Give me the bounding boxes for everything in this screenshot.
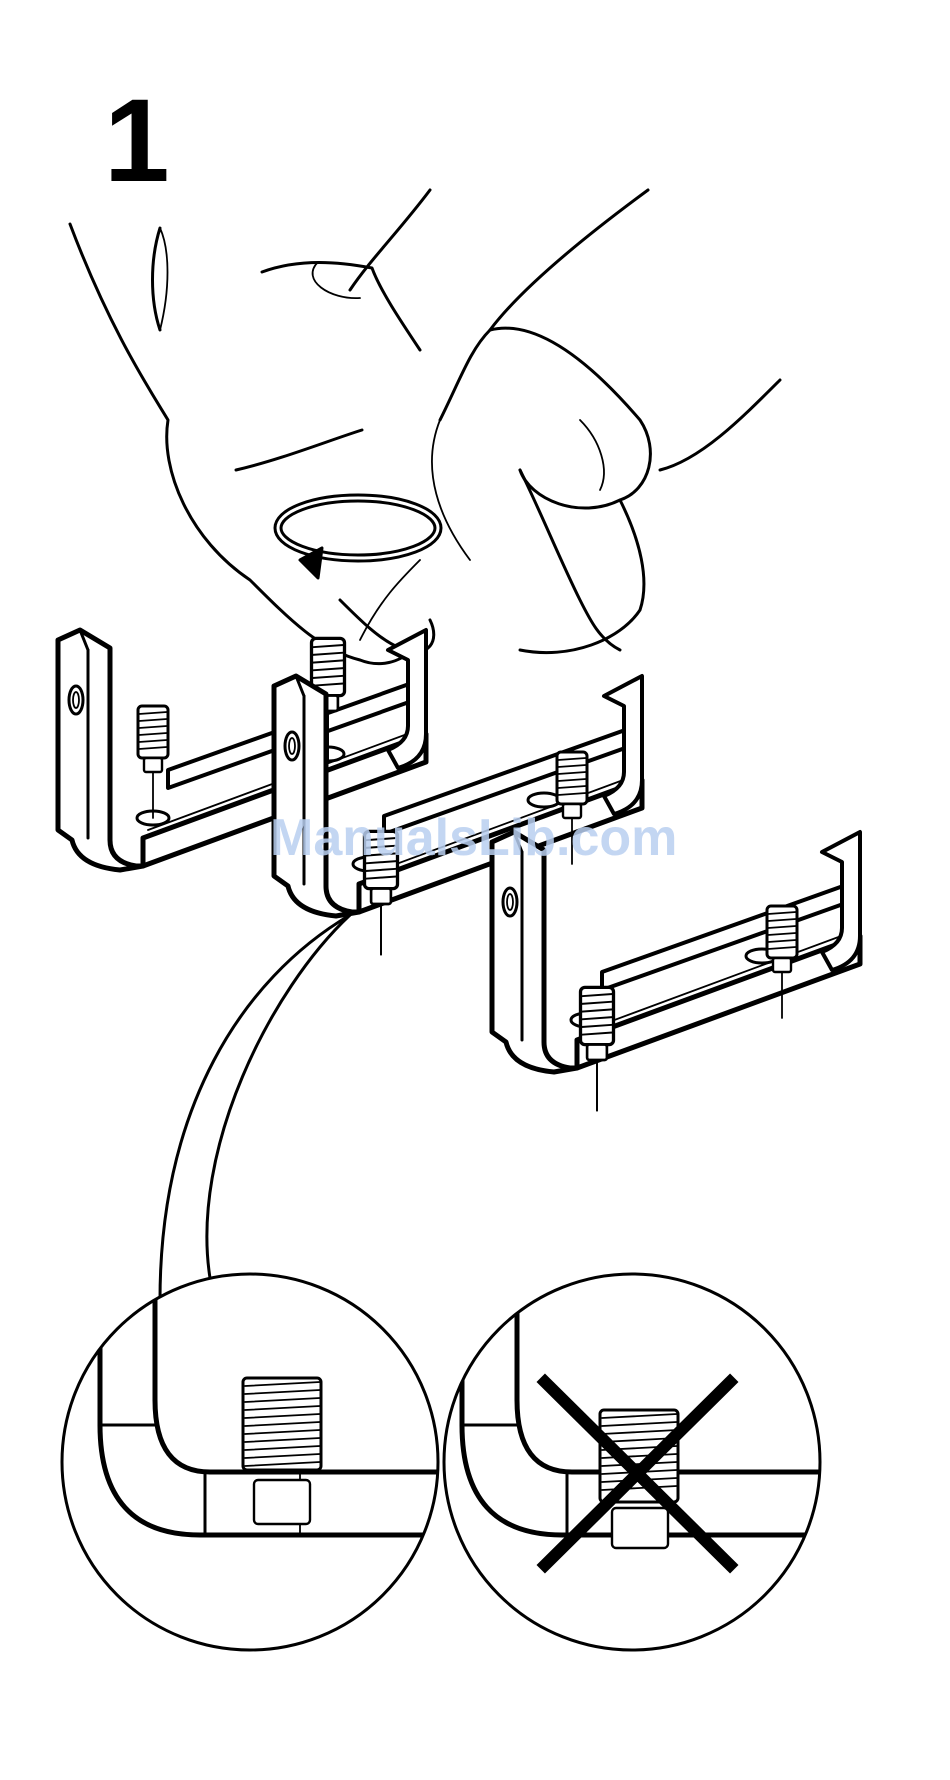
watermark: ManualsLib.com [270, 812, 677, 864]
detail-view-incorrect [444, 1274, 840, 1650]
callout-leader [160, 915, 350, 1300]
detail-view-correct [62, 1274, 480, 1650]
u-bracket-icon [492, 832, 860, 1111]
hand-icon [70, 190, 780, 664]
